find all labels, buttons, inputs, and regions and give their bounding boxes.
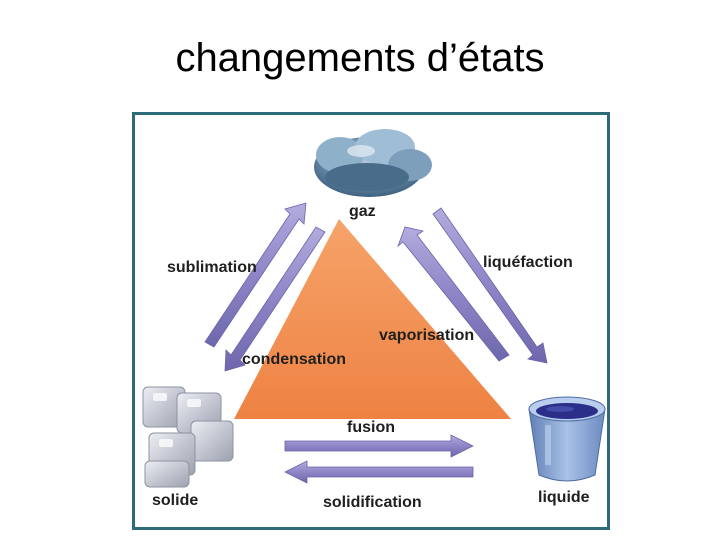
label-liquide: liquide [538, 489, 590, 506]
cloud-icon [314, 129, 432, 197]
fusion-arrow [284, 434, 474, 458]
label-vaporisation: vaporisation [379, 327, 474, 344]
slide-title: changements d’états [175, 36, 545, 80]
sublimation-arrow [204, 202, 307, 348]
condensation-arrow [224, 226, 326, 372]
label-solide: solide [152, 492, 198, 509]
label-fusion: fusion [347, 419, 395, 436]
state-change-diagram: gaz sublimation liquéfaction vaporisatio… [132, 112, 610, 530]
water-bucket-icon [528, 396, 606, 482]
central-triangle [234, 219, 511, 419]
liquefaction-arrow [432, 207, 548, 364]
vaporisation-arrow [397, 226, 510, 362]
label-condensation: condensation [242, 351, 346, 368]
solidification-arrow [284, 460, 474, 484]
label-gaz: gaz [349, 203, 376, 220]
label-liquefaction: liquéfaction [483, 254, 573, 271]
label-sublimation: sublimation [167, 259, 257, 276]
diagram-canvas: gaz sublimation liquéfaction vaporisatio… [142, 129, 606, 511]
ice-cubes-icon [142, 386, 234, 488]
label-solidification: solidification [323, 494, 422, 511]
